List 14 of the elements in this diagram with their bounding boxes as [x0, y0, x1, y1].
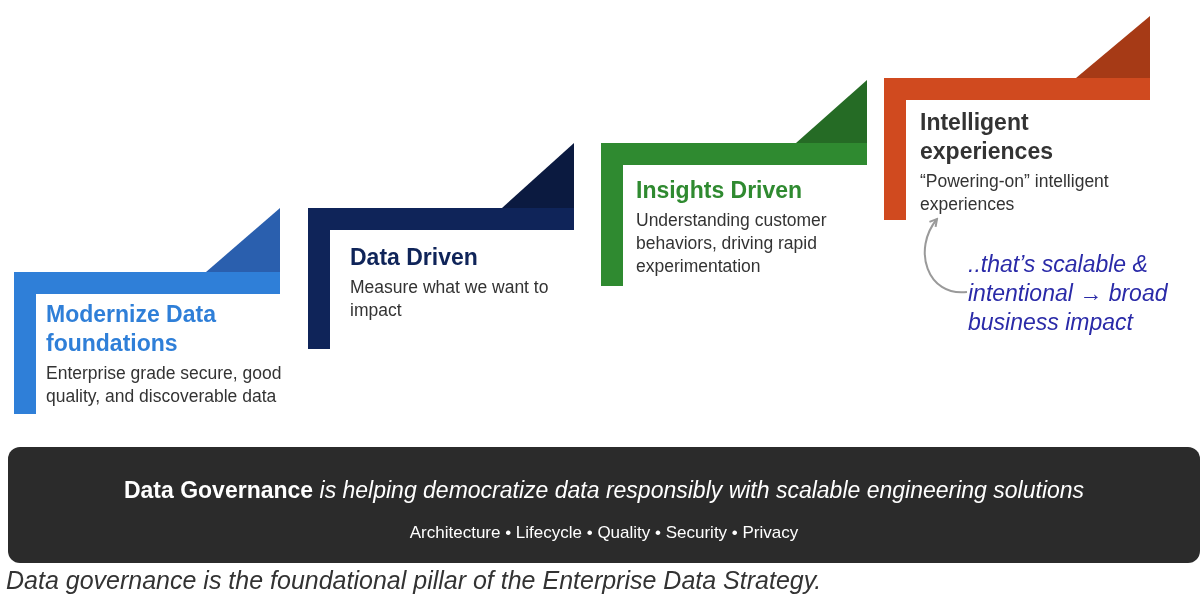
step-description: Enterprise grade secure, good quality, and discoverable data [46, 362, 283, 408]
governance-banner [8, 447, 1200, 563]
note-text: ..that’s scalable & intentional → broad business impact [968, 250, 1169, 337]
step-description: Measure what we want to impact [350, 276, 550, 322]
banner-topics: Architecture • Lifecycle • Quality • Security • Privacy [409, 523, 799, 542]
step-title: Data Driven [350, 243, 479, 272]
caption: Data governance is the foundational pillar of the Enterprise Data Strategy. [6, 566, 822, 595]
step-description: Understanding customer behaviors, driving rapid experimentation [636, 209, 828, 278]
step-description: “Powering-on” intelligent experiences [920, 170, 1110, 216]
curved-arrow [923, 218, 968, 294]
step-title: Intelligent experiences [920, 108, 1054, 166]
step-title: Modernize Data foundations [46, 300, 218, 358]
banner-statement: Data Governance is helping democratize data responsibly with scalable engineering solutions [123, 477, 1085, 503]
step-title: Insights Driven [636, 176, 804, 205]
